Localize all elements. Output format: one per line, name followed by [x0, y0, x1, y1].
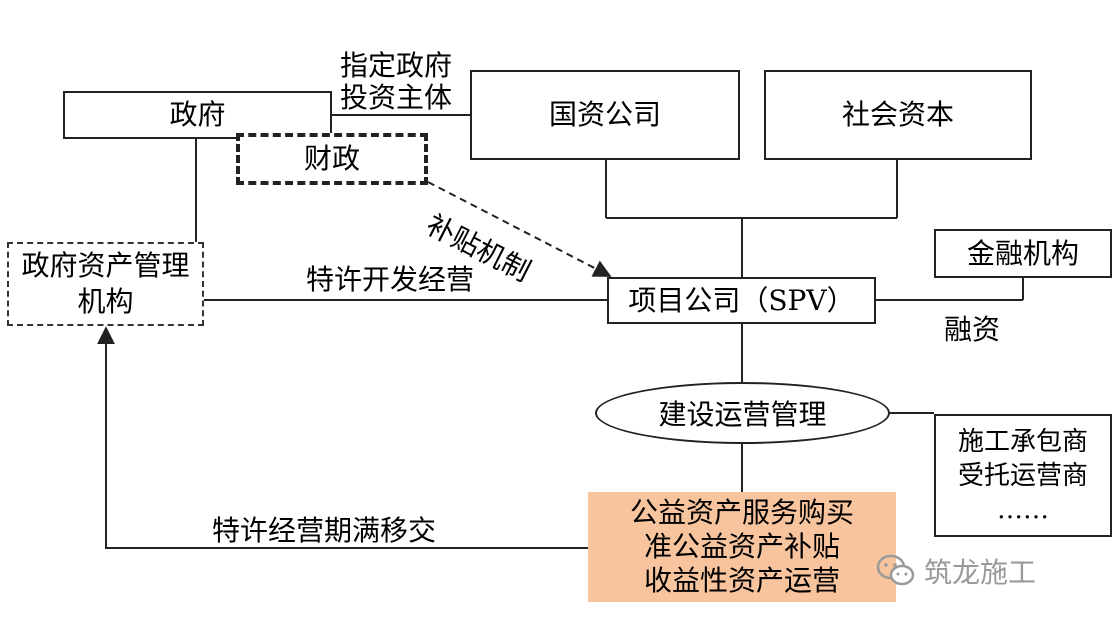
financial-institution-label: 金融机构 — [966, 236, 1079, 270]
government-box: 政府 — [63, 91, 332, 139]
finance-box: 财政 — [236, 133, 428, 185]
transfer-label: 特许经营期满移交 — [212, 514, 437, 547]
watermark-text: 筑龙施工 — [924, 556, 1037, 589]
services-line-2: 准公益资产补贴 — [643, 530, 840, 563]
arrow-transfer — [97, 326, 588, 549]
financial-institution-box: 金融机构 — [934, 229, 1112, 278]
services-box: 公益资产服务购买 准公益资产补贴 收益性资产运营 — [588, 492, 896, 602]
contractors-line-3: …… — [996, 494, 1049, 525]
social-capital-label: 社会资本 — [841, 98, 954, 131]
watermark: 筑龙施工 — [876, 551, 1036, 591]
gov-asset-agency-line-1: 政府资产管理 — [21, 249, 190, 282]
state-assets-label: 国资公司 — [548, 98, 661, 131]
services-line-1: 公益资产服务购买 — [629, 496, 854, 529]
contractors-line-1: 施工承包商 — [957, 426, 1088, 457]
state-assets-box: 国资公司 — [470, 70, 740, 160]
wechat-icon — [876, 554, 916, 588]
social-capital-box: 社会资本 — [764, 70, 1032, 160]
spv-label: 项目公司（SPV） — [628, 283, 855, 317]
designate-investor-line-2: 投资主体 — [340, 81, 453, 114]
construction-mgmt-ellipse: 建设运营管理 — [595, 382, 890, 444]
gov-asset-agency-line-2: 机构 — [77, 285, 134, 318]
contractors-line-2: 受托运营商 — [957, 460, 1088, 491]
services-line-3: 收益性资产运营 — [643, 564, 840, 597]
construction-mgmt-label: 建设运营管理 — [658, 398, 827, 431]
franchise-label: 特许开发经营 — [306, 263, 475, 296]
spv-box: 项目公司（SPV） — [607, 277, 876, 324]
designate-investor-line-1: 指定政府 — [340, 49, 453, 82]
designate-investor-label: 指定政府 投资主体 — [340, 50, 452, 114]
contractors-box: 施工承包商 受托运营商 …… — [934, 414, 1112, 537]
finance-label: 财政 — [303, 142, 360, 175]
financing-label: 融资 — [944, 313, 1001, 346]
government-label: 政府 — [169, 98, 226, 131]
arrow-subsidy — [427, 181, 612, 277]
gov-asset-agency-box: 政府资产管理 机构 — [7, 242, 204, 326]
